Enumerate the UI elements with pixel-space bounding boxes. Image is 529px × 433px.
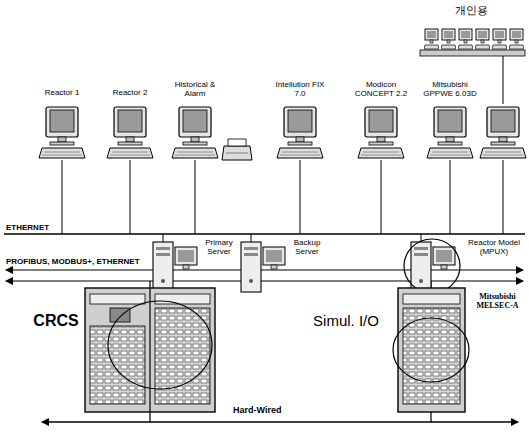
drawing-part: [149, 288, 150, 412]
drawing-part: [358, 107, 404, 158]
device-node: Primary Server: [200, 238, 238, 260]
drawing-part: [411, 242, 455, 292]
drawing-part: [503, 56, 504, 104]
drawing-part: [475, 29, 490, 49]
crcs-cabinet: [85, 288, 215, 412]
servers: [153, 239, 460, 293]
drawing-part: [110, 308, 130, 322]
workstations: [39, 107, 526, 158]
node-label: Reactor Model (MPUX): [463, 238, 525, 256]
drawing-part: [222, 146, 252, 160]
drawing-part: [4, 233, 525, 235]
device-node: 개인용: [436, 5, 506, 23]
device-node: CRCS: [30, 312, 82, 334]
drawing-part: [241, 242, 285, 292]
device-node: Modicon CONCEPT 2.2: [350, 80, 412, 104]
node-label: Primary Server: [200, 238, 238, 256]
drawing-part: [277, 107, 323, 158]
drawing-part: [228, 139, 246, 146]
node-label: Backup Server: [288, 238, 326, 256]
bus-label: ETHERNET: [5, 223, 50, 232]
node-label: 개인용: [436, 5, 506, 18]
drawing-part: [85, 288, 215, 412]
printer: [222, 139, 252, 160]
node-label: Historical & Alarm: [168, 80, 222, 98]
drawing-part: [172, 107, 218, 158]
node-label: Simul. I/O: [298, 312, 394, 329]
drawing-part: [480, 107, 526, 158]
drawing-part: [393, 318, 469, 382]
node-label: Intellution FIX 7.0: [272, 80, 328, 98]
bus-label: PROFIBUS, MODBUS+, ETHERNET: [5, 257, 141, 266]
drawing-part: [509, 29, 524, 49]
drawing-part: [153, 242, 197, 292]
wire-label: Hard-Wired: [232, 405, 282, 415]
drawing-part: [163, 234, 421, 242]
drawing-part: [458, 29, 473, 49]
device-node: Backup Server: [288, 238, 326, 260]
device-node: Reactor 1: [37, 88, 87, 104]
drawing-part: [6, 269, 523, 270]
drawing-part: [62, 160, 503, 234]
node-label: Mitsubishi GPPWE 6.03D: [418, 80, 482, 98]
drawing-part: [155, 308, 210, 404]
drawing-part: [441, 29, 456, 49]
simul-io-cabinet: [393, 288, 469, 412]
node-label: Reactor 2: [105, 88, 155, 97]
drawing-part: [90, 294, 145, 304]
drawing-part: [155, 294, 210, 304]
drawing-part: [424, 29, 439, 49]
device-node: Historical & Alarm: [168, 80, 222, 104]
node-sublabel: Mitsubishi MELSEC-A: [470, 292, 525, 310]
drawing-part: [90, 326, 145, 404]
drawing-part: [398, 288, 465, 412]
device-node: Intellution FIX 7.0: [272, 80, 328, 104]
drawing-part: [108, 301, 212, 389]
node-label: CRCS: [30, 312, 82, 330]
node-label: Reactor 1: [37, 88, 87, 97]
drawing-part: [39, 107, 85, 158]
drawing-part: [150, 412, 431, 422]
drawing-part: [107, 107, 153, 158]
drawing-part: [492, 29, 507, 49]
drawing-part: [427, 107, 473, 158]
node-label: Modicon CONCEPT 2.2: [350, 80, 412, 98]
drawing-part: [6, 280, 523, 281]
drawing-part: [404, 239, 460, 293]
device-node: Simul. I/O Mitsubishi MELSEC-A: [298, 290, 526, 340]
drawing-part: [403, 294, 460, 304]
device-node: Reactor Model (MPUX): [463, 238, 525, 260]
device-node: Mitsubishi GPPWE 6.03D: [418, 80, 482, 104]
drawing-part: [150, 281, 431, 288]
drawing-part: [42, 421, 518, 422]
device-node: Reactor 2: [105, 88, 155, 104]
drawing-part: [420, 50, 525, 56]
network-lines: [4, 160, 525, 422]
drawing-part: [226, 153, 248, 154]
